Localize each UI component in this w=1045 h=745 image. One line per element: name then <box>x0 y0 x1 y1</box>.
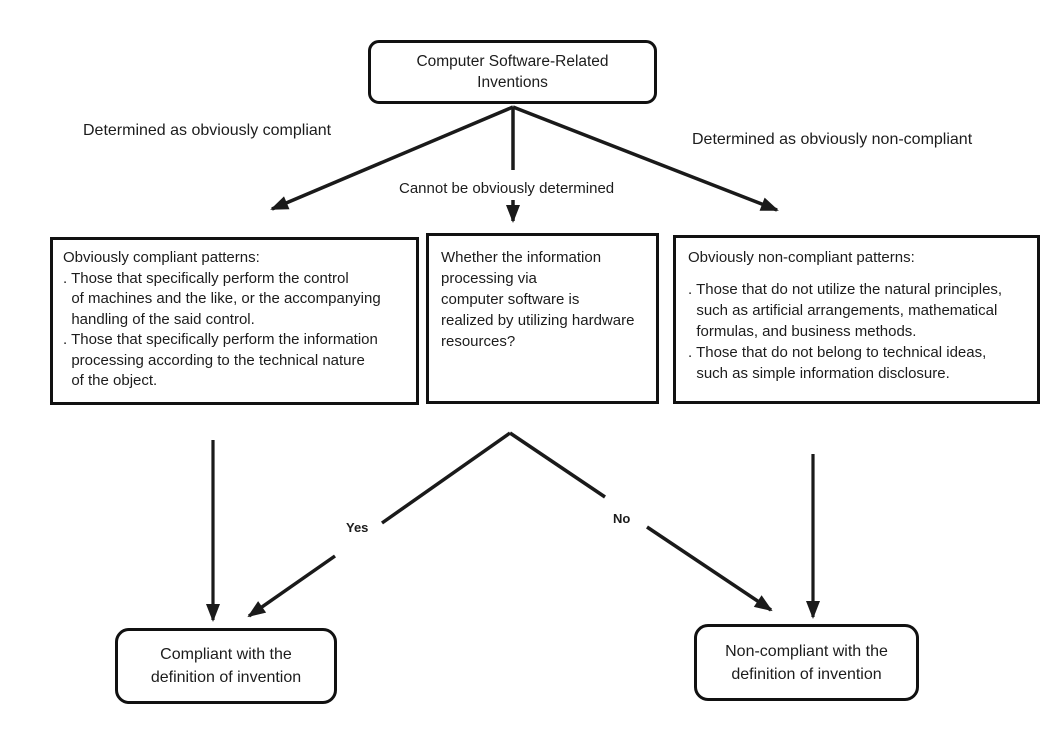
decision-label-yes: Yes <box>342 519 373 536</box>
edge-root-to-compliant-box <box>270 105 514 211</box>
branch-label-compliant: Determined as obviously compliant <box>83 122 332 139</box>
node-outcome-non-compliant: Non-compliant with the definition of inv… <box>694 624 919 701</box>
branch-label-cannot-determine: Cannot be obviously determined <box>399 180 615 197</box>
node-outcome-compliant: Compliant with the definition of inventi… <box>115 628 337 704</box>
decision-label-no: No <box>609 510 635 527</box>
edge-question-no-upper <box>509 431 606 499</box>
question-body: Whether the information processing via c… <box>441 249 635 350</box>
node-non-compliant-patterns: Obviously non-compliant patterns: . Thos… <box>673 235 1040 404</box>
compliant-patterns-header: Obviously compliant patterns: <box>63 249 260 266</box>
compliant-patterns-body: . Those that specifically perform the co… <box>63 269 381 390</box>
non-compliant-patterns-header: Obviously non-compliant patterns: <box>688 249 915 266</box>
edge-question-no-arrow <box>646 525 773 612</box>
non-compliant-patterns-body: . Those that do not utilize the natural … <box>688 281 1003 382</box>
node-root: Computer Software-Related Inventions <box>368 40 657 104</box>
node-question: Whether the information processing via c… <box>426 233 659 404</box>
branch-label-non-compliant: Determined as obviously non-compliant <box>692 131 973 148</box>
edge-question-yes-upper <box>380 431 512 525</box>
node-compliant-patterns: Obviously compliant patterns: . Those th… <box>50 237 419 405</box>
edge-question-yes-arrow <box>247 554 337 618</box>
edge-root-to-non-compliant-box <box>512 105 779 212</box>
